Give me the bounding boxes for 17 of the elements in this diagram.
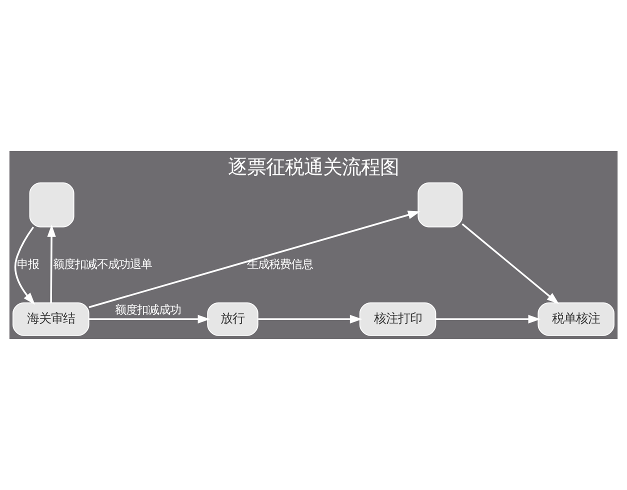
arrow (88, 210, 420, 308)
edge-label: 额度扣减成功 (115, 302, 182, 316)
edge-label: 申报 (16, 256, 39, 271)
arrow (89, 314, 210, 324)
edge-label: 额度扣减不成功退单 (53, 256, 152, 271)
arrow (258, 314, 362, 324)
arrow (462, 223, 560, 304)
arrow (47, 224, 56, 303)
node-person (418, 182, 463, 228)
diagram-title: 逐票征税通关流程图 (228, 156, 399, 179)
node-box: 核注打印 (359, 302, 436, 336)
node-person (29, 182, 74, 228)
node-box: 税单核注 (538, 302, 614, 336)
node-box: 海关审结 (12, 302, 90, 336)
arrow (14, 226, 36, 305)
arrow (436, 314, 541, 324)
node-box: 放行 (207, 302, 258, 336)
